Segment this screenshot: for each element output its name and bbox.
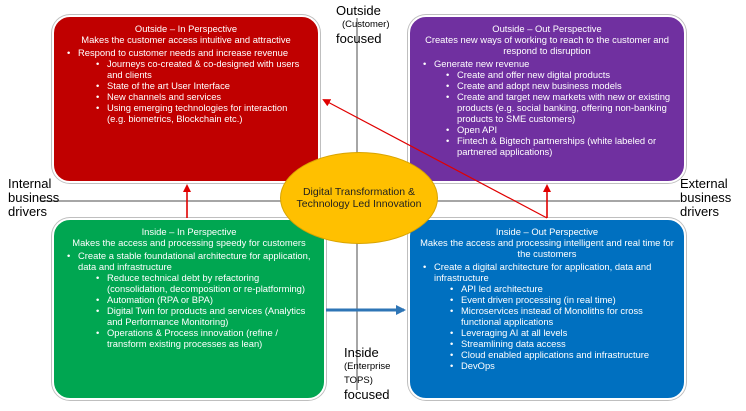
quadrant-outside-out: Outside – Out Perspective Creates new wa… — [408, 15, 686, 183]
bullet-list: Generate new revenue Create and offer ne… — [420, 58, 674, 157]
axis-label-top: Outside (Customer) focused — [336, 3, 390, 46]
list-item: State of the art User Interface — [96, 80, 308, 91]
list-item: Leveraging AI at all levels — [450, 327, 674, 338]
quadrant-outside-in: Outside – In Perspective Makes the custo… — [52, 15, 320, 183]
list-item: Respond to customer needs and increase r… — [67, 47, 308, 124]
list-item: Create a digital architecture for applic… — [423, 261, 674, 371]
axis-label-right: External business drivers — [680, 176, 732, 219]
center-oval: Digital Transformation & Technology Led … — [280, 152, 438, 244]
bullet-list: Respond to customer needs and increase r… — [64, 47, 308, 124]
list-item: Create a stable foundational architectur… — [67, 250, 314, 349]
quadrant-subtitle: Makes the access and processing intellig… — [420, 237, 674, 259]
list-item: Journeys co-created & co-designed with u… — [96, 58, 308, 80]
list-item: Generate new revenue Create and offer ne… — [423, 58, 674, 157]
list-item: Open API — [446, 124, 674, 135]
axis-label-left: Internal business drivers — [8, 176, 60, 219]
quadrant-subtitle: Makes the customer access intuitive and … — [81, 34, 291, 45]
list-item: Microservices instead of Monoliths for c… — [450, 305, 674, 327]
list-item: Using emerging technologies for interact… — [96, 102, 308, 124]
quadrant-title: Outside – Out Perspective — [492, 23, 602, 34]
list-item: Create and offer new digital products — [446, 69, 674, 80]
list-item: Cloud enabled applications and infrastru… — [450, 349, 674, 360]
quadrant-title: Inside – In Perspective — [141, 226, 237, 237]
center-label: Digital Transformation & Technology Led … — [296, 186, 422, 210]
list-item: Digital Twin for products and services (… — [96, 305, 314, 327]
axis-label-bottom: Inside (Enterprise TOPS) focused — [344, 345, 391, 402]
list-item: Automation (RPA or BPA) — [96, 294, 314, 305]
list-item: Streamlining data access — [450, 338, 674, 349]
quadrant-subtitle: Makes the access and processing speedy f… — [72, 237, 306, 248]
list-item: Reduce technical debt by refactoring (co… — [96, 272, 314, 294]
quadrant-inside-in: Inside – In Perspective Makes the access… — [52, 218, 326, 400]
quadrant-inside-out: Inside – Out Perspective Makes the acces… — [408, 218, 686, 400]
quadrant-title: Inside – Out Perspective — [495, 226, 599, 237]
list-item: API led architecture — [450, 283, 674, 294]
list-item: Event driven processing (in real time) — [450, 294, 674, 305]
quadrant-title: Outside – In Perspective — [134, 23, 238, 34]
quadrant-subtitle: Creates new ways of working to reach to … — [425, 34, 669, 56]
bullet-list: Create a stable foundational architectur… — [64, 250, 314, 349]
list-item: Create and adopt new business models — [446, 80, 674, 91]
list-item: New channels and services — [96, 91, 308, 102]
list-item: Operations & Process innovation (refine … — [96, 327, 314, 349]
list-item: Create and target new markets with new o… — [446, 91, 674, 124]
bullet-list: Create a digital architecture for applic… — [420, 261, 674, 371]
list-item: DevOps — [450, 360, 674, 371]
list-item: Fintech & Bigtech partnerships (white la… — [446, 135, 674, 157]
